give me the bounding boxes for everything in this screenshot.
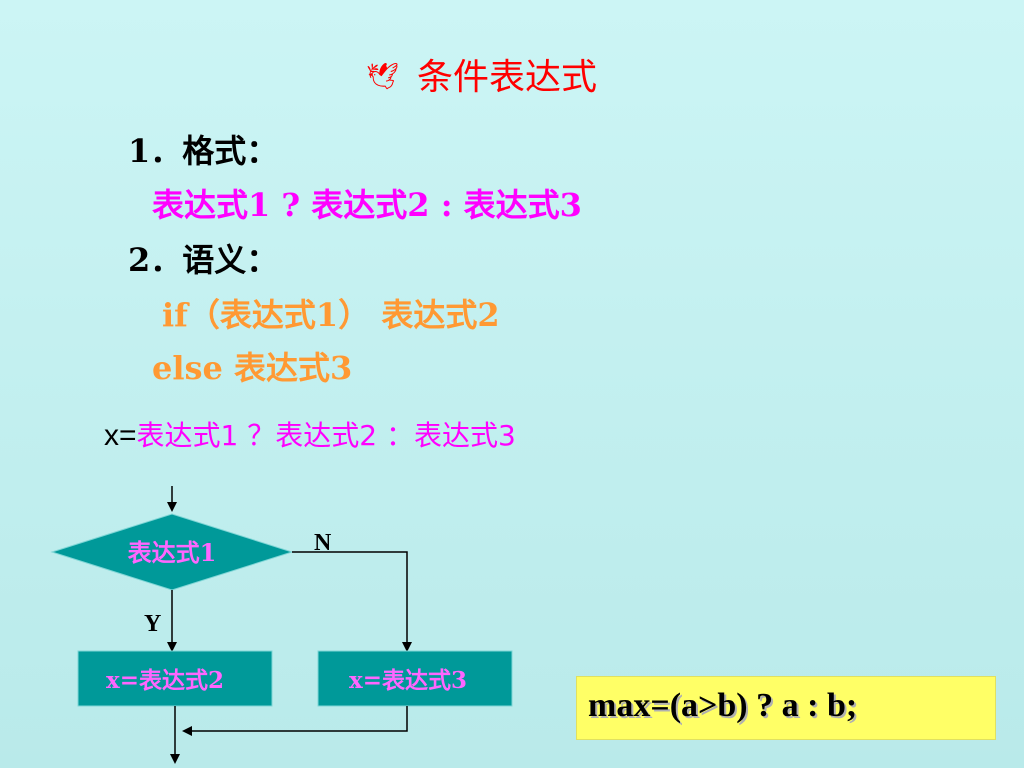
assignment-expression: 表达式1 ？表达式2 ：表达式3 [136,419,516,452]
process-box-right [317,650,513,707]
example-code: max=(a>b) ? a : b; [588,687,858,724]
decision-label: 表达式1 [128,538,217,567]
flow-merge-arrow [182,706,408,736]
process-left-label: x=表达式2 [106,667,224,694]
section-heading-format: 1．格式： [128,132,279,170]
dove-icon: 🕊︎ [366,62,400,92]
assignment-line: x=表达式1 ？表达式2 ：表达式3 [104,414,516,454]
format-expression: 表达式1 ? 表达式2 : 表达式3 [152,186,582,224]
slide-title: 🕊︎ 条件表达式 [366,48,597,100]
process-box-left [77,650,273,707]
assignment-variable: x= [104,419,137,452]
no-label: N [314,530,332,556]
yes-label: Y [144,611,161,637]
flow-no-branch [292,551,412,652]
semantic-if-line: if（表达式1） 表达式2 [162,296,500,334]
semantic-else-line: else 表达式3 [152,349,353,387]
process-right-label: x=表达式3 [349,667,467,694]
slide-title-text: 条件表达式 [417,57,598,98]
section-heading-semantics: 2．语义： [128,241,279,279]
example-code-box [576,676,996,740]
